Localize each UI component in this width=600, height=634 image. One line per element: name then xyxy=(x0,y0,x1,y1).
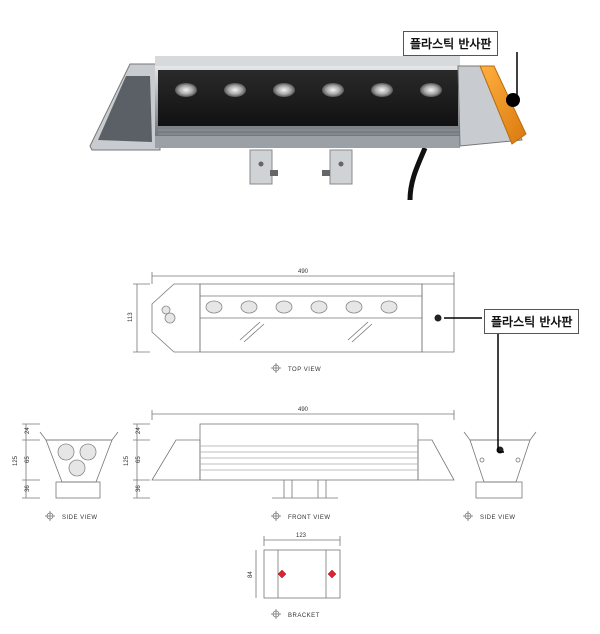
top-width-dim: 490 xyxy=(298,269,309,275)
bracket-label: BRACKET xyxy=(288,613,320,619)
product-photo xyxy=(89,56,527,201)
top-height-dim: 113 xyxy=(128,312,134,322)
side-view-right-label: SIDE VIEW xyxy=(480,515,516,521)
view-markers xyxy=(45,363,473,619)
front-view-label: FRONT VIEW xyxy=(288,515,331,521)
side-h1-dim: 24 xyxy=(25,427,31,434)
callout-top: 플라스틱 반사판 xyxy=(403,31,499,56)
front-h2-dim: 65 xyxy=(136,456,142,463)
bracket-width-dim: 123 xyxy=(296,533,307,539)
bracket-height-dim: 84 xyxy=(248,571,254,578)
front-width-dim: 490 xyxy=(298,407,309,413)
front-height-total-dim: 125 xyxy=(124,455,130,466)
top-view-drawing xyxy=(133,272,455,353)
bracket-drawing xyxy=(255,536,341,599)
front-h3-dim: 36 xyxy=(136,485,142,492)
callout-bottom: 플라스틱 반사판 xyxy=(484,309,580,334)
side-h2-dim: 65 xyxy=(25,456,31,463)
bracket-marks xyxy=(277,569,337,579)
top-view-label: TOP VIEW xyxy=(288,367,321,373)
side-view-left-drawing xyxy=(22,423,119,499)
front-h1-dim: 24 xyxy=(136,427,142,434)
drawing-leds xyxy=(57,300,398,477)
side-view-right-drawing xyxy=(463,431,537,499)
side-h3-dim: 36 xyxy=(25,485,31,492)
side-height-total-dim: 125 xyxy=(13,455,19,466)
front-view-drawing xyxy=(133,410,455,499)
side-view-left-label: SIDE VIEW xyxy=(62,515,98,521)
photo-leds xyxy=(175,83,442,97)
callout-dot-top xyxy=(506,93,520,107)
